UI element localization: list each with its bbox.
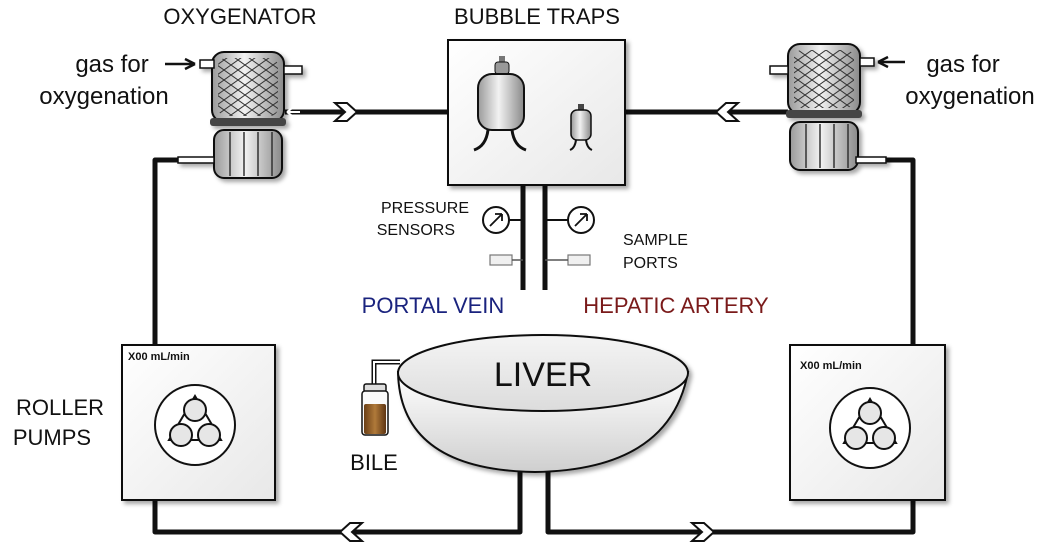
label-roller-1: ROLLER — [16, 395, 104, 420]
label-gas-right-1: gas for — [926, 51, 999, 78]
label-gas-left-2: oxygenation — [39, 83, 168, 110]
tube-right-lower — [545, 470, 916, 535]
label-bubble-traps: BUBBLE TRAPS — [454, 4, 620, 29]
roller-pump-left — [121, 344, 276, 501]
sample-port-left — [489, 254, 523, 266]
flow-arrow-icon — [689, 522, 716, 542]
bile-fluid — [364, 404, 386, 434]
tube-left-upper — [152, 157, 178, 345]
pressure-sensor-right — [545, 206, 595, 234]
flow-arrow-icon — [338, 522, 365, 542]
bubble-trap-small — [569, 104, 593, 151]
label-gas-right-2: oxygenation — [905, 83, 1034, 110]
sample-port-icon — [489, 254, 513, 266]
roller-pump-right — [789, 344, 946, 501]
label-oxygenator: OXYGENATOR — [163, 4, 316, 29]
flow-arrow-icon — [714, 102, 741, 122]
coil-icon — [218, 58, 278, 116]
label-portal-vein: PORTAL VEIN — [362, 293, 505, 318]
label-roller-2: PUMPS — [13, 425, 91, 450]
label-bile: BILE — [350, 450, 398, 475]
label-hepatic-artery: HEPATIC ARTERY — [583, 293, 769, 318]
roller-rotor-icon — [154, 384, 236, 466]
label-gas-left-1: gas for — [75, 51, 148, 78]
coil-icon — [794, 50, 854, 108]
label-liver: LIVER — [494, 356, 592, 394]
sample-port-icon — [567, 254, 591, 266]
roller-rotor-icon — [829, 387, 911, 469]
tube-left-lower — [152, 470, 523, 535]
pressure-sensor-left — [482, 206, 523, 234]
label-pressure-2: SENSORS — [377, 222, 455, 239]
bubble-trap-large — [473, 56, 527, 152]
label-pressure-1: PRESSURE — [381, 200, 469, 217]
flow-arrows — [332, 102, 741, 542]
label-pump-left-rate: X00 mL/min — [128, 351, 190, 363]
label-pump-right-rate: X00 mL/min — [800, 360, 862, 372]
oxygenator-left — [177, 51, 303, 179]
flow-arrow-icon — [332, 102, 359, 122]
gas-inlet-arrow-left — [165, 57, 196, 71]
bubble-traps-box — [447, 39, 626, 186]
gas-inlet-arrow-right — [877, 55, 905, 69]
tube-right-upper — [870, 157, 916, 345]
label-sample-2: PORTS — [623, 255, 678, 272]
oxygenator-right — [769, 43, 887, 171]
bile-collector — [361, 359, 400, 436]
label-sample-1: SAMPLE — [623, 232, 688, 249]
liver-bowl — [396, 334, 690, 474]
sample-port-right — [545, 254, 591, 266]
